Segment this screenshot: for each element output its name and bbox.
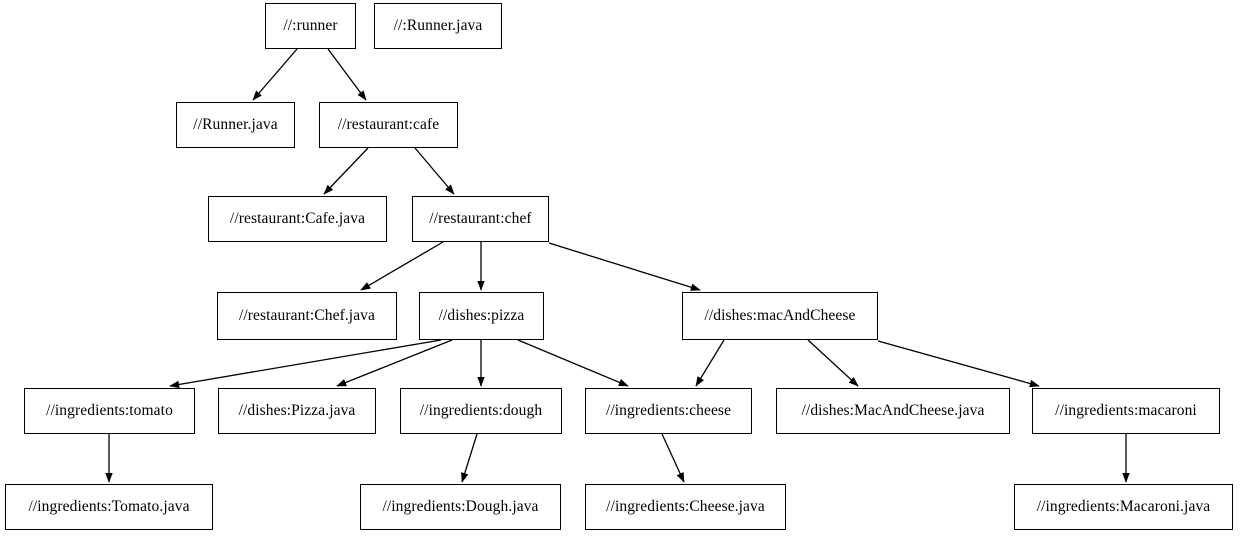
graph-node-label: //Runner.java [193, 116, 278, 134]
graph-node-label: //dishes:pizza [438, 307, 525, 325]
graph-node-ing_dough[interactable]: //ingredients:dough [400, 388, 562, 434]
graph-node-label: //:Runner.java [393, 17, 483, 35]
graph-node-label: //:runner [283, 17, 338, 35]
graph-node-label: //ingredients:Dough.java [382, 498, 539, 516]
graph-node-label: //dishes:macAndCheese [704, 307, 856, 325]
graph-node-label: //dishes:Pizza.java [238, 402, 356, 420]
graph-node-dishes_pizza_java[interactable]: //dishes:Pizza.java [218, 388, 376, 434]
graph-node-ing_tomato[interactable]: //ingredients:tomato [24, 388, 195, 434]
graph-node-runner_java[interactable]: //Runner.java [176, 102, 295, 148]
graph-node-label: //dishes:MacAndCheese.java [801, 402, 985, 420]
graph-node-dishes_macandcheese[interactable]: //dishes:macAndCheese [682, 292, 878, 340]
graph-node-restaurant_chef_java[interactable]: //restaurant:Chef.java [217, 292, 397, 340]
graph-node-ing_dough_java[interactable]: //ingredients:Dough.java [360, 484, 561, 530]
graph-node-dishes_mac_java[interactable]: //dishes:MacAndCheese.java [776, 388, 1010, 434]
graph-node-restaurant_cafe_java[interactable]: //restaurant:Cafe.java [208, 196, 387, 242]
graph-node-label: //ingredients:Tomato.java [28, 498, 190, 516]
graph-node-label: //ingredients:macaroni [1055, 402, 1197, 420]
graph-node-dishes_pizza[interactable]: //dishes:pizza [419, 292, 544, 340]
graph-node-label: //ingredients:cheese [605, 402, 732, 420]
graph-node-ing_cheese_java[interactable]: //ingredients:Cheese.java [585, 484, 786, 530]
graph-node-label: //restaurant:Chef.java [238, 307, 376, 325]
graph-node-runner[interactable]: //:runner [265, 3, 356, 49]
graph-node-ing_macaroni_java[interactable]: //ingredients:Macaroni.java [1014, 484, 1233, 530]
graph-node-label: //restaurant:Cafe.java [229, 210, 366, 228]
graph-node-label: //ingredients:tomato [46, 402, 173, 420]
graph-node-label: //ingredients:Macaroni.java [1036, 498, 1211, 516]
graph-node-label: //restaurant:cafe [337, 116, 440, 134]
graph-node-ing_macaroni[interactable]: //ingredients:macaroni [1032, 388, 1220, 434]
graph-node-restaurant_cafe[interactable]: //restaurant:cafe [319, 102, 458, 148]
graph-node-ing_tomato_java[interactable]: //ingredients:Tomato.java [5, 484, 213, 530]
graph-node-ing_cheese[interactable]: //ingredients:cheese [585, 388, 752, 434]
graph-node-label: //ingredients:Cheese.java [606, 498, 765, 516]
graph-node-label: //restaurant:chef [429, 210, 532, 228]
graph-node-label: //ingredients:dough [419, 402, 543, 420]
graph-node-restaurant_chef[interactable]: //restaurant:chef [412, 196, 549, 242]
graph-node-root_runner_java[interactable]: //:Runner.java [374, 3, 502, 49]
